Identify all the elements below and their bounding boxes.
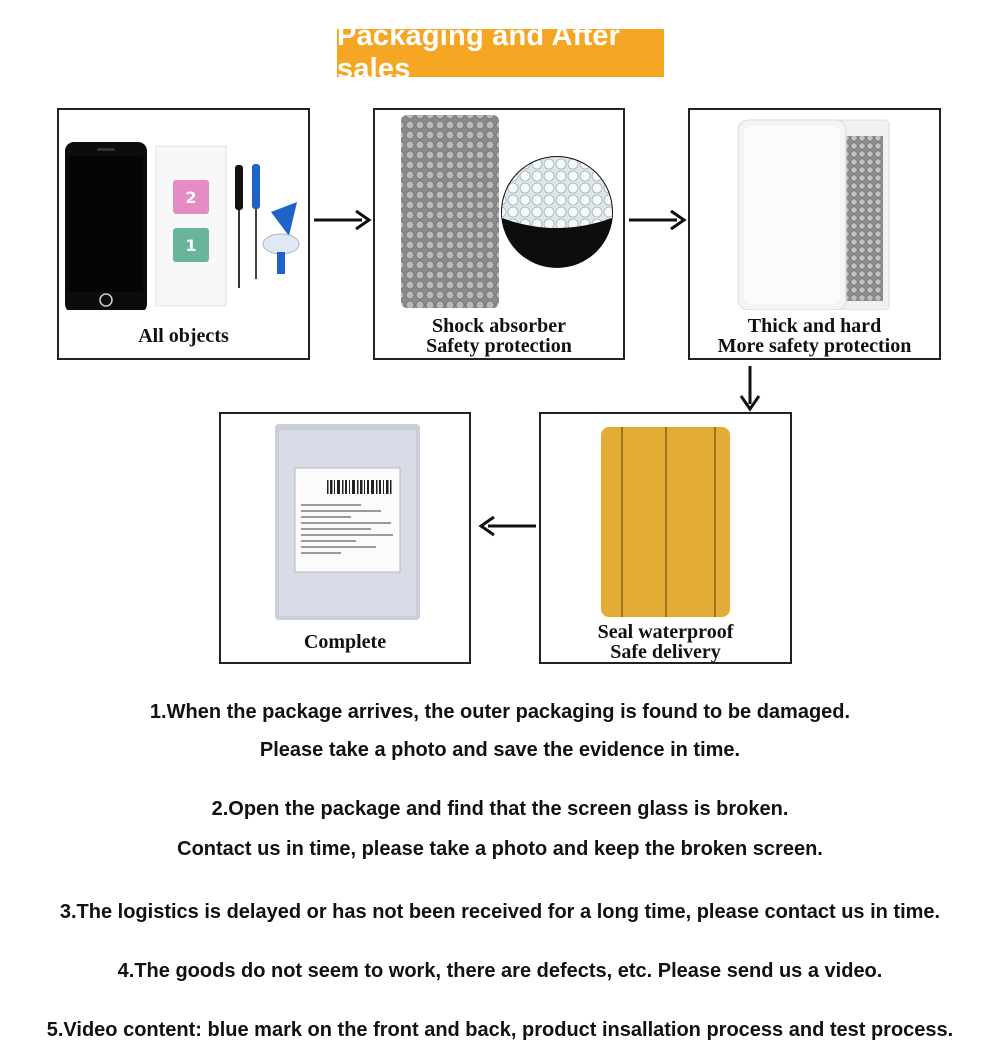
note-2-line1: 2.Open the package and find that the scr… [211, 798, 789, 820]
note-4: 4.The goods do not seem to work, there a… [117, 960, 883, 982]
note-1-line2: Please take a photo and save the evidenc… [259, 739, 741, 761]
step-caption-line1: Thick and hard [747, 315, 882, 337]
envelope-illustration [601, 427, 730, 617]
step-caption: Complete [303, 631, 387, 653]
arrow-right-icon [629, 209, 687, 231]
bubble-wrap-illustration [401, 115, 613, 308]
arrow-right-icon [314, 209, 372, 231]
note-3: 3.The logistics is delayed or has not be… [59, 901, 941, 923]
step-all-objects: 2 1 All objects [57, 108, 310, 360]
step-thick-and-hard: Thick and hard More safety protection [688, 108, 941, 360]
note-1-line1: 1.When the package arrives, the outer pa… [149, 701, 851, 723]
step-seal-waterproof: Seal waterproof Safe delivery [539, 412, 792, 664]
step-caption: All objects [138, 325, 229, 347]
note-2-line2: Contact us in time, please take a photo … [177, 838, 823, 860]
step-shock-absorber: Shock absorber Safety protection [373, 108, 625, 360]
step-complete: Complete [219, 412, 471, 664]
step-caption-line2: Safety protection [426, 335, 572, 357]
foam-box-illustration [737, 119, 890, 310]
note-5: 5.Video content: blue mark on the front … [46, 1019, 954, 1041]
step-caption-line2: Safe delivery [610, 641, 721, 663]
page-title: Packaging and After sales [337, 20, 664, 85]
step-caption-line2: More safety protection [717, 335, 912, 357]
arrow-left-icon [478, 515, 536, 537]
svg-text:2: 2 [185, 188, 196, 207]
svg-text:1: 1 [185, 236, 196, 255]
arrow-down-icon [739, 366, 761, 412]
kit-contents-illustration: 2 1 [65, 142, 300, 310]
shipping-bag-illustration [275, 424, 420, 620]
step-caption-line1: Shock absorber [432, 315, 566, 337]
step-caption-line1: Seal waterproof [597, 621, 734, 643]
